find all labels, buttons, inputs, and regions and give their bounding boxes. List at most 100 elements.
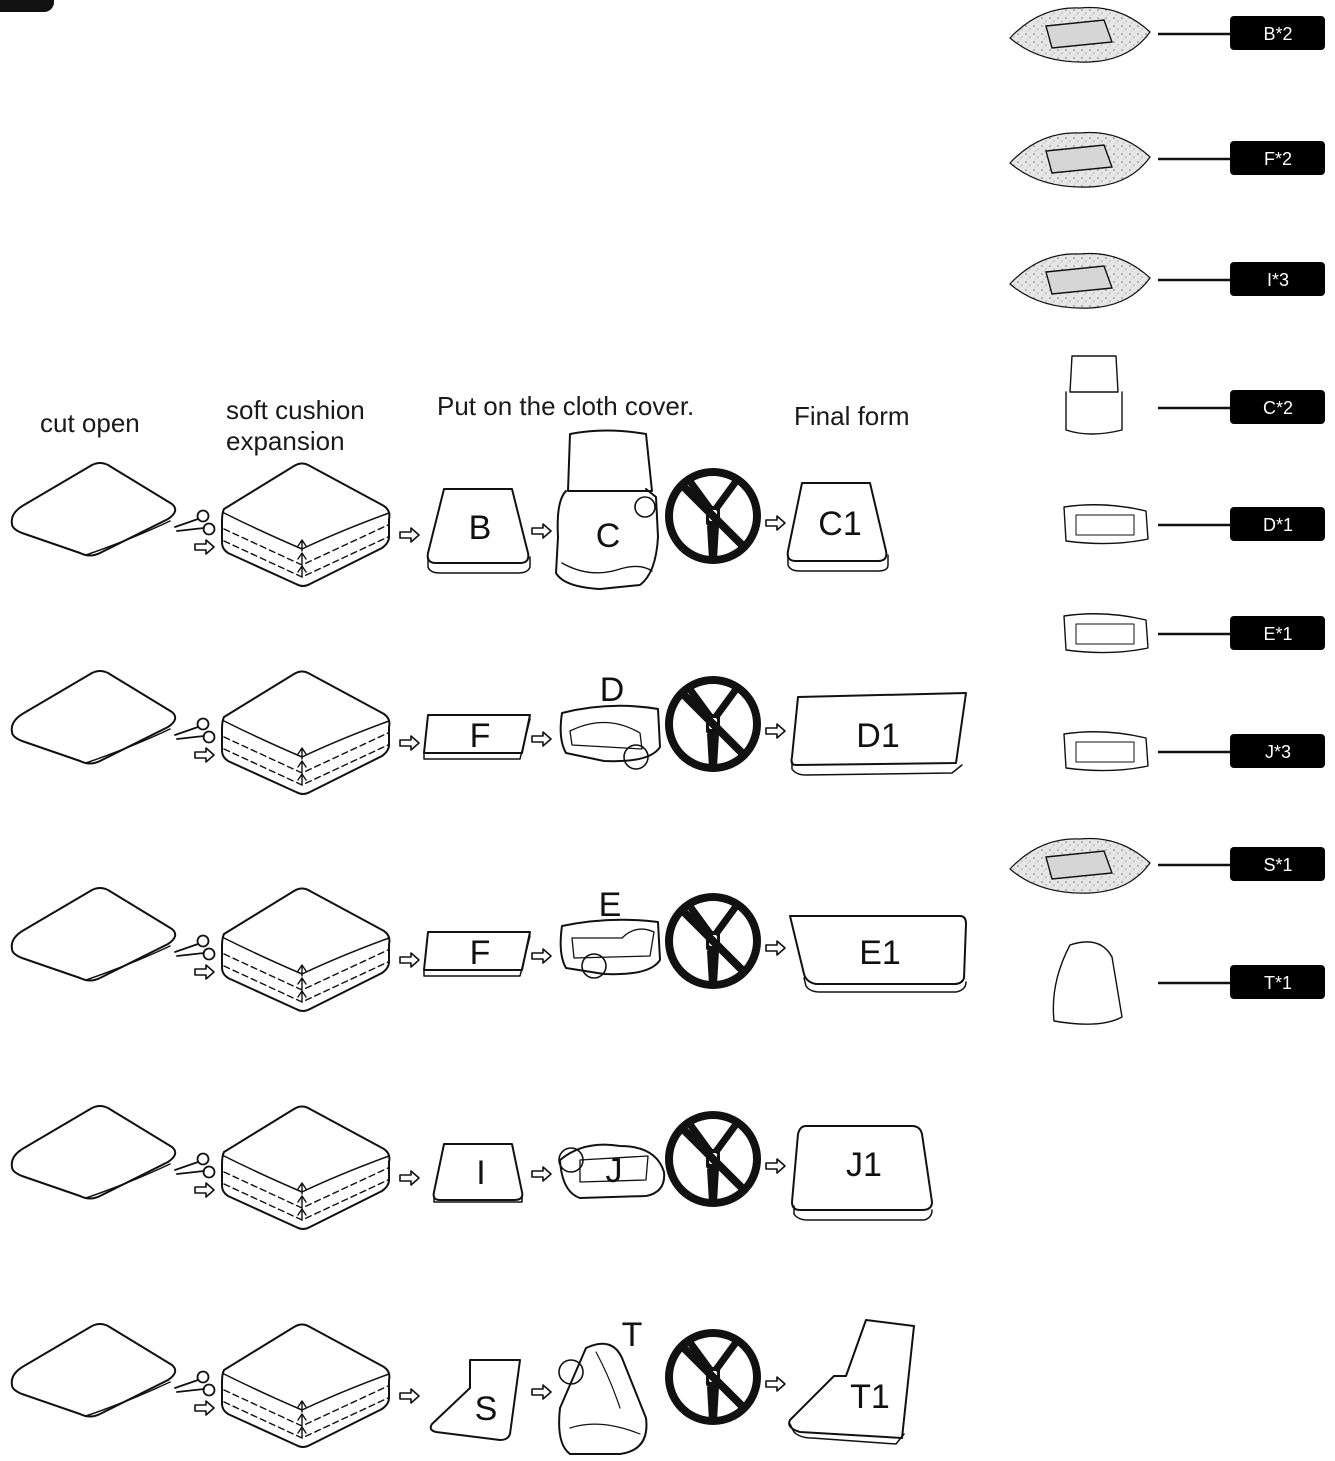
foam-piece-label: I [476,1154,485,1192]
right-arrow-icon [399,952,420,968]
final-piece-d1: D1 [790,692,967,776]
part-tag [1230,262,1325,296]
right-arrow-icon [765,515,786,531]
no-zipper-icon [665,1111,761,1207]
part-tag [1230,507,1325,541]
part-entry-ix3: I*3 [1009,252,1325,309]
expanded-cushion [221,887,391,1012]
cover-piece-j: J [558,1143,666,1199]
scissors-icon [174,717,216,744]
part-tag-label: F*2 [1264,149,1292,169]
foam-sheet-thumbnail [1009,6,1151,63]
part-entry-cx2: C*2 [1065,355,1325,435]
cover-thumbnail [1063,613,1149,654]
part-tag-label: T*1 [1264,973,1292,993]
part-tag-label: D*1 [1263,515,1293,535]
foam-piece-b: B [426,488,531,574]
heading-put-on-cover: Put on the cloth cover. [437,391,694,422]
heading-soft-cushion-line2: expansion [226,426,345,456]
up-arrow-icon [297,1400,307,1439]
scissors-icon [174,934,216,961]
assembly-row: S T T1 [10,1316,915,1455]
right-arrow-icon [531,1166,552,1182]
part-entry-ex1: E*1 [1063,613,1325,654]
cover-piece-label: T [622,1316,643,1354]
final-piece-j1: J1 [791,1125,933,1221]
scissors-icon [174,1152,216,1179]
part-tag [1230,847,1325,881]
cover-piece-e: E [559,886,661,979]
assembly-row: F E E1 [10,886,967,1012]
foam-sheet-thumbnail [1009,131,1151,188]
cover-piece-label: E [599,886,622,924]
no-zipper-icon [665,676,761,772]
heading-soft-cushion-line1: soft cushion [226,395,365,425]
cover-thumbnail [1063,504,1149,545]
scissors-icon [174,1370,216,1397]
right-arrow-icon [399,527,420,543]
part-tag-label: S*1 [1263,855,1292,875]
right-arrow-icon [765,940,786,956]
right-arrow-icon [399,735,420,751]
part-entry-sx1: S*1 [1009,837,1325,894]
right-arrow-icon [194,747,215,763]
part-tag [1230,141,1325,175]
foam-piece-i: I [432,1143,524,1203]
part-tag [1230,390,1325,424]
part-tag [1230,734,1325,768]
part-tag [1230,965,1325,999]
right-arrow-icon [531,948,552,964]
heading-soft-cushion-expansion: soft cushion expansion [226,395,365,457]
right-arrow-icon [765,1376,786,1392]
up-arrow-icon [297,964,307,1003]
cover-thumbnail [1052,941,1123,1025]
part-entry-jx3: J*3 [1063,731,1325,772]
no-zipper-icon [665,468,761,564]
expanded-cushion [221,1105,391,1230]
part-tag-label: E*1 [1263,624,1292,644]
right-arrow-icon [531,1384,552,1400]
right-arrow-icon [194,539,215,555]
cover-thumbnail [1063,731,1149,772]
up-arrow-icon [297,1182,307,1221]
expanded-cushion [221,462,391,587]
heading-final-form-text: Final form [794,401,910,431]
part-tag [1230,616,1325,650]
flat-cushion [10,670,177,765]
foam-sheet-thumbnail [1009,837,1151,894]
part-entry-fx2: F*2 [1009,131,1325,188]
foam-piece-label: F [470,934,491,972]
right-arrow-icon [194,964,215,980]
final-piece-t1: T1 [788,1319,915,1445]
cover-piece-label: J [606,1152,623,1190]
expanded-cushion [221,1323,391,1448]
part-tag-label: I*3 [1267,270,1289,290]
assembly-row: F D D1 [10,670,967,795]
right-arrow-icon [194,1182,215,1198]
final-piece-label: D1 [856,717,899,755]
heading-put-on-cover-text: Put on the cloth cover. [437,391,695,421]
no-zipper-icon [665,1329,761,1425]
page-corner-tab [0,0,54,12]
foam-piece-label: F [470,717,491,755]
right-arrow-icon [531,731,552,747]
final-piece-label: E1 [859,934,901,972]
part-tag [1230,16,1325,50]
part-tag-label: C*2 [1263,398,1293,418]
foam-piece-f: F [423,714,531,760]
heading-final-form: Final form [794,401,910,432]
foam-piece-f: F [423,931,531,977]
scissors-icon [174,509,216,536]
flat-cushion [10,1323,177,1418]
up-arrow-icon [297,747,307,786]
expanded-cushion [221,670,391,795]
cover-piece-label: D [600,671,625,709]
flat-cushion [10,1105,177,1200]
parts-list: B*2F*2I*3C*2D*1E*1J*3S*1T*1 [1009,6,1325,1025]
final-piece-e1: E1 [789,915,967,993]
foam-piece-s: S [429,1359,521,1441]
final-piece-label: J1 [846,1146,882,1184]
